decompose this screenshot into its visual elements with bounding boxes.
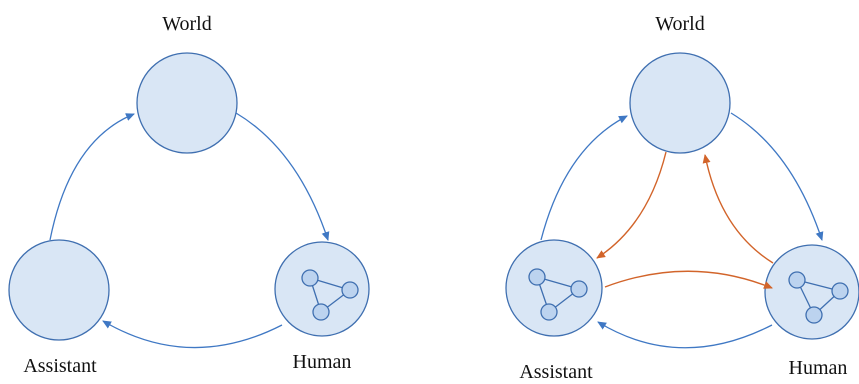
left-world-label: World — [162, 13, 212, 35]
left-human-network-icon — [301, 269, 359, 321]
right-arrow-human-to-world — [702, 154, 774, 264]
left-human-node — [274, 241, 370, 337]
right-assistant-label: Assistant — [519, 361, 593, 383]
right-human-label: Human — [789, 357, 848, 379]
right-human-node — [764, 244, 859, 340]
right-arrow-world-to-assistant — [596, 151, 667, 259]
left-human-label: Human — [293, 351, 352, 373]
right-assistant-network-icon — [528, 268, 588, 321]
right-world-label: World — [655, 13, 705, 35]
right-arrow-assistant-to-world — [540, 115, 628, 241]
right-assistant-node — [505, 239, 603, 337]
left-arrow-assistant-to-world — [49, 113, 135, 241]
left-assistant-node — [8, 239, 110, 341]
right-arrow-human-to-assistant — [597, 321, 773, 349]
left-assistant-label: Assistant — [23, 355, 97, 377]
left-arrow-human-to-assistant — [102, 320, 283, 349]
right-arrow-assistant-to-human — [604, 270, 773, 289]
left-diagram: World Assistant Human — [8, 13, 370, 377]
right-human-network-icon — [788, 271, 849, 324]
right-diagram: World Assistant Human — [505, 13, 859, 383]
left-arrow-world-to-human — [235, 112, 330, 241]
right-arrow-world-to-human — [730, 112, 824, 241]
left-world-node — [136, 52, 238, 154]
right-world-node — [629, 52, 731, 154]
